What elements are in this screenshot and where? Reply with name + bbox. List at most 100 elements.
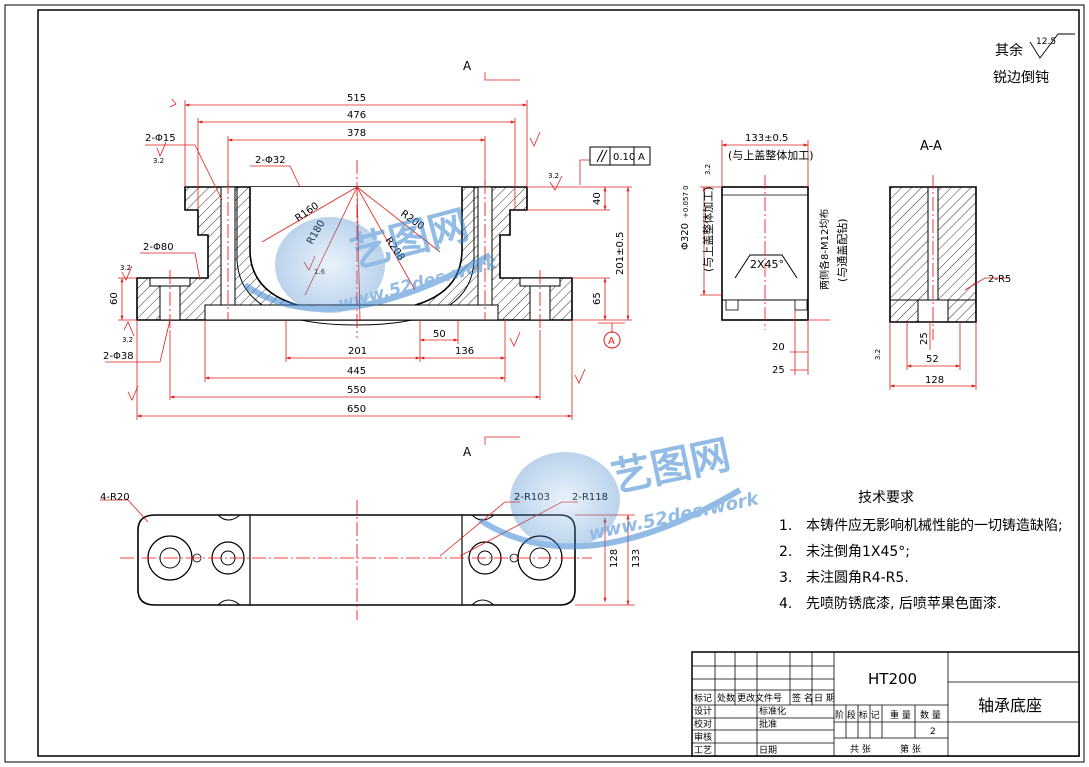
watermark-globe-1 (275, 217, 385, 313)
watermark-globe-2 (510, 452, 620, 548)
title-block: HT200 轴承底座 标记 处数 更改文件号 签 名 日 期 设计 标准化 校对… (691, 651, 1080, 757)
watermark-swoosh-2 (478, 487, 742, 550)
dim-515: 515 (347, 93, 366, 104)
tb-stage-marks: 阶 段 标 记 (835, 709, 880, 721)
side-dim-133: 133±0.5 (745, 133, 788, 144)
tolerance-datum: A (638, 152, 645, 163)
section-dim-128: 128 (925, 375, 944, 386)
roughness-note: 其余 12.5 锐边倒钝 (993, 33, 1075, 86)
tb-scale-value: 2 (930, 727, 936, 737)
dim-60: 60 (109, 292, 120, 305)
section-dim-52: 52 (926, 354, 939, 365)
section-marker-top: A (463, 59, 472, 73)
tolerance-value: 0.10 (613, 152, 635, 163)
roughness-3-2-c: 3.2 (122, 336, 133, 344)
datum-label: A (608, 336, 615, 347)
dim-201: 201 (348, 346, 367, 357)
roughness-note-label: 其余 (995, 42, 1023, 59)
side-hole-right (794, 299, 808, 311)
tb-r-riqi2: 日期 (759, 745, 777, 756)
tb-h-genggai: 更改文件号 (737, 692, 782, 704)
side-holes-note: 两侧各8-M12均布 (818, 209, 831, 290)
tb-r-pizhun: 批准 (759, 718, 777, 730)
section-marker-bottom: A (463, 445, 472, 459)
dim-445: 445 (347, 366, 366, 377)
tech-item-2-num: 2. (779, 544, 792, 560)
front-dim-lines (105, 72, 632, 445)
side-note-right: (与通盖配钻) (835, 218, 849, 282)
dim-550: 550 (347, 385, 366, 396)
dim-65: 65 (592, 292, 603, 305)
tolerance-frame (589, 146, 651, 166)
side-dim-text: 133±0.5 (与上盖整体加工) 3.2 Φ320 +0.057 0 (与上盖… (680, 133, 849, 376)
watermark-swoosh-1 (243, 252, 492, 312)
section-view: A-A 2-R5 25 52 128 3.2 (874, 139, 1011, 390)
side-view: 133±0.5 (与上盖整体加工) 3.2 Φ320 +0.057 0 (与上盖… (680, 133, 849, 376)
section-hatch-left (890, 187, 928, 322)
dim-40: 40 (592, 192, 603, 205)
tech-title: 技术要求 (858, 490, 914, 506)
dim-holes-15: 2-Φ15 (145, 133, 176, 144)
edge-note: 锐边倒钝 (993, 70, 1049, 86)
dim-650: 650 (347, 404, 366, 415)
watermark-cn-2: 艺图网 (608, 432, 735, 502)
section-dim-lines (889, 277, 1010, 390)
section-dim-r5: 2-R5 (988, 274, 1011, 285)
tb-r-shenhe: 审核 (694, 731, 712, 743)
section-hatch-right (938, 187, 976, 322)
side-roughness: 3.2 (704, 164, 712, 175)
outer-border (4, 4, 1085, 763)
dim-holes-38: 2-Φ38 (103, 351, 134, 362)
tb-r-sheji: 设计 (694, 705, 712, 717)
tb-h-qianming: 签 名 (792, 692, 813, 704)
datum-circle (603, 331, 621, 349)
tb-scale: 数 量 (920, 709, 941, 721)
side-hole-left (725, 299, 739, 311)
title-part-name: 轴承底座 (978, 696, 1042, 715)
tech-item-2-text: 未注倒角1X45°; (806, 544, 910, 560)
section-roughness: 3.2 (874, 349, 882, 360)
dim-136: 136 (455, 346, 474, 357)
side-dim-20: 20 (772, 342, 785, 353)
tech-requirements: 技术要求 1. 本铸件应无影响机械性能的一切铸造缺陷; 2. 未注倒角1X45°… (779, 490, 1063, 612)
section-dim-25: 25 (919, 332, 930, 345)
tb-sheet: 第 张 (900, 743, 921, 755)
tb-h-riqi: 日 期 (814, 693, 835, 704)
dim-holes-32: 2-Φ32 (255, 155, 286, 166)
dim-holes-80: 2-Φ80 (143, 242, 174, 253)
side-phi320: Φ320 (680, 223, 691, 250)
tb-weight: 重 量 (890, 709, 911, 721)
tb-h-chushu: 处数 (717, 692, 735, 704)
top-left-ear (217, 514, 241, 606)
side-phi-tol: +0.057 0 (682, 185, 690, 218)
watermark-2: 艺图网 www.52des.work (478, 432, 761, 550)
top-dim-133: 133 (631, 549, 642, 568)
roughness-3-2-b: 3.2 (120, 264, 131, 272)
side-note-top: (与上盖整体加工) (728, 148, 814, 162)
tech-item-3-text: 未注圆角R4-R5. (806, 570, 909, 586)
tech-item-4-text: 先喷防锈底漆, 后喷苹果色面漆. (806, 595, 1001, 612)
tb-r-jiaodui: 校对 (694, 718, 712, 730)
tb-total: 共 张 (850, 744, 871, 755)
inner-border (37, 9, 1080, 757)
top-outline (137, 514, 576, 606)
section-recess (917, 300, 949, 322)
tech-item-4-num: 4. (779, 596, 792, 612)
roughness-note-value: 12.5 (1036, 37, 1056, 47)
side-dim-25: 25 (772, 365, 785, 376)
tb-h-biaoji: 标记 (694, 692, 712, 704)
tech-item-1-text: 本铸件应无影响机械性能的一切铸造缺陷; (806, 517, 1063, 534)
top-dim-r20: 4-R20 (100, 492, 130, 503)
tb-r-gongyi: 工艺 (694, 745, 712, 756)
tb-r-biaozhunhua: 标准化 (759, 705, 786, 717)
top-dim-128: 128 (609, 549, 620, 568)
dim-378: 378 (347, 128, 366, 139)
side-note-left: (与上盖整体加工) (701, 186, 715, 272)
roughness-note-symbol (1029, 33, 1075, 59)
tech-item-1-num: 1. (779, 518, 792, 534)
side-chamfer-label: 2X45° (750, 258, 784, 271)
dim-50: 50 (433, 329, 446, 340)
side-chamfer (734, 254, 798, 279)
title-material: HT200 (868, 670, 917, 688)
